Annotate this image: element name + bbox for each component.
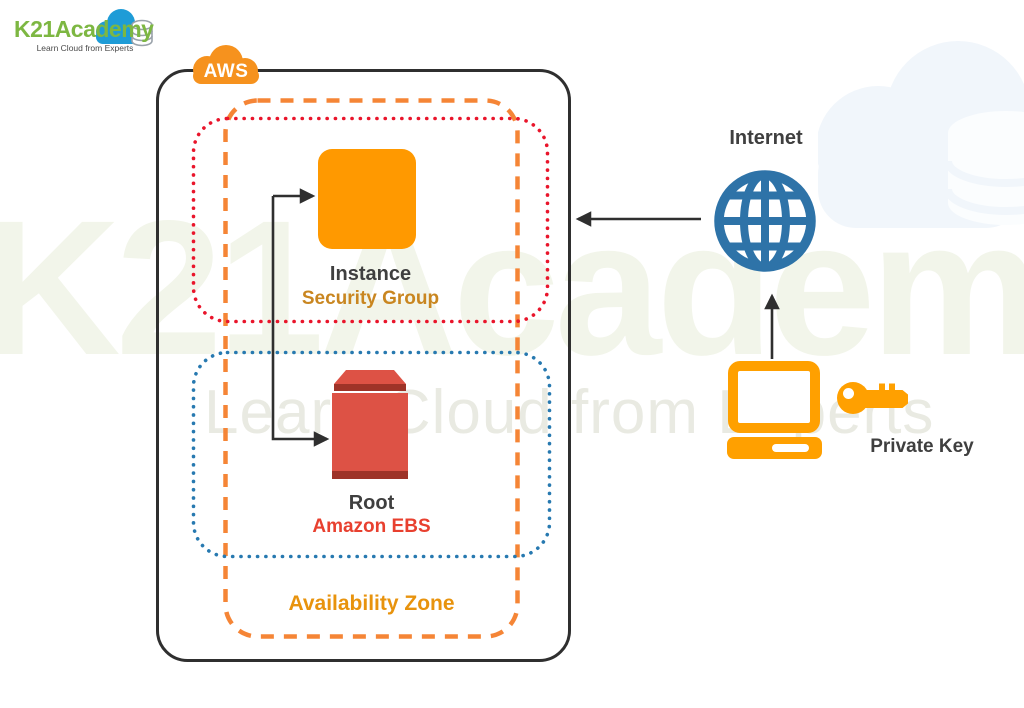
watermark-cloud-icon [818, 41, 1024, 228]
internet-label: Internet [729, 127, 803, 149]
availability-zone-box [223, 98, 520, 639]
brand-cloud-icon [96, 9, 153, 47]
availability-zone-label: Availability Zone [288, 592, 455, 615]
globe-icon [714, 170, 816, 272]
aws-cloud-badge: AWS [193, 45, 259, 84]
root-label: Root [348, 492, 395, 514]
laptop-base [727, 437, 822, 459]
brand-tagline: Learn Cloud from Experts [36, 43, 134, 53]
brand-name: K21Academy [14, 16, 154, 42]
key-icon [837, 382, 908, 414]
security-group-box [191, 116, 550, 324]
laptop-trackpad [772, 444, 809, 452]
aws-boundary-box [156, 69, 571, 662]
ebs-volume-icon [332, 370, 408, 479]
instance-icon [318, 149, 416, 249]
amazon-ebs-label: Amazon EBS [312, 516, 431, 537]
security-group-label: Security Group [301, 288, 440, 309]
private-key-label: Private Key [870, 436, 974, 457]
laptop-icon [728, 361, 820, 433]
instance-label: Instance [329, 263, 412, 285]
connector-to-root-arrow [271, 196, 330, 447]
aws-badge-label: AWS [204, 61, 249, 82]
